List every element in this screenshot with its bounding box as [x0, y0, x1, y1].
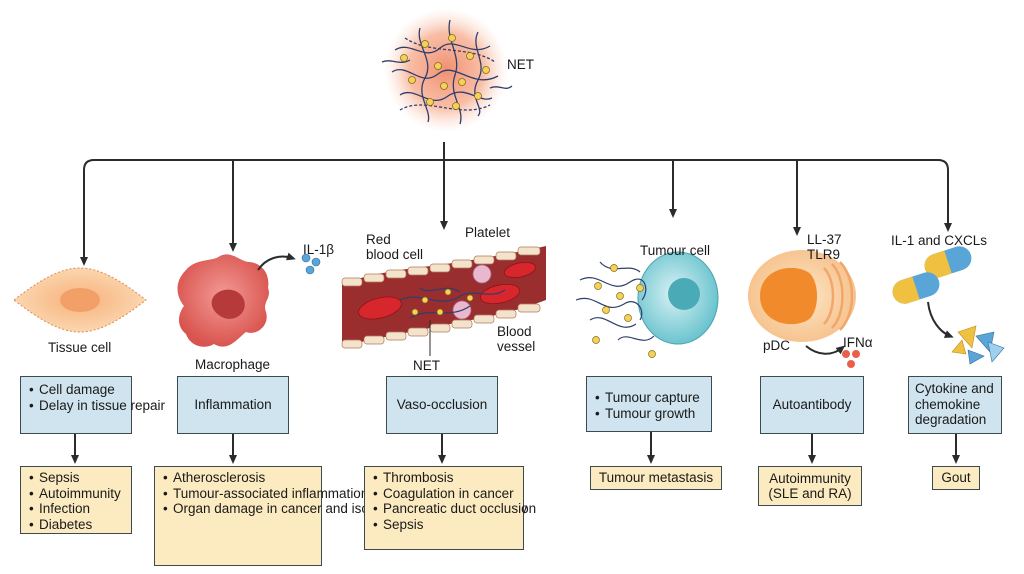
effect-box-tissue: Cell damage Delay in tissue repair: [20, 376, 165, 434]
disease-box-gout: Gout: [932, 466, 980, 490]
effect-box-tumour: Tumour capture Tumour growth: [586, 376, 712, 432]
effect-box-degradation: Cytokine and chemokine degradation: [908, 376, 1002, 434]
disease-item: Pancreatic duct occlusion: [373, 501, 536, 517]
branch-connectors: [71, 142, 960, 464]
blood-vessel-icon: [341, 246, 546, 356]
platelet-label: Platelet: [465, 225, 511, 240]
disease-box-vaso-occlusion: Thrombosis Coagulation in cancer Pancrea…: [364, 466, 536, 550]
il1-cxcls-label: IL-1 and CXCLs: [891, 233, 988, 248]
tumour-cell-icon: [575, 251, 719, 358]
il1b-label: IL-1β: [303, 242, 335, 257]
tissue-cell-icon: [13, 267, 147, 333]
disease-item: Autoimmunity: [29, 486, 125, 502]
disease-item: Infection: [29, 501, 125, 517]
disease-item: Diabetes: [29, 517, 125, 533]
disease-item: Tumour-associated inflammation: [163, 486, 368, 502]
cytokine-capsule-icon: [892, 246, 1005, 365]
disease-item: Sepsis: [29, 470, 125, 486]
disease-box-tumour: Tumour metastasis: [590, 466, 722, 490]
vessel-net-label: NET: [413, 358, 440, 373]
disease-item: Organ damage in cancer and ischaemia– re…: [163, 501, 527, 517]
ll37-tlr9-label: LL-37 TLR9: [807, 232, 842, 262]
effect-item: Cell damage: [29, 382, 125, 398]
blood-vessel-label: Blood vessel: [497, 324, 536, 354]
red-blood-cell-label: Red blood cell: [366, 232, 424, 262]
disease-box-autoimmunity: Autoimmunity (SLE and RA): [758, 466, 862, 506]
pdc-cell-icon: [748, 250, 860, 368]
disease-item: Thrombosis: [373, 470, 517, 486]
macrophage-icon: [177, 252, 321, 347]
net-label: NET: [507, 57, 534, 72]
effect-item: Tumour capture: [595, 390, 705, 406]
disease-item: Atherosclerosis: [163, 470, 315, 486]
effect-box-vaso-occlusion: Vaso-occlusion: [386, 376, 498, 434]
macrophage-label: Macrophage: [195, 357, 271, 372]
disease-box-tissue: Sepsis Autoimmunity Infection Diabetes: [20, 466, 132, 534]
net-cloud-icon: [381, 8, 513, 132]
tumour-cell-label: Tumour cell: [640, 243, 711, 258]
pdc-label: pDC: [763, 338, 791, 353]
effect-item: Delay in tissue repair: [29, 398, 165, 414]
tissue-cell-label: Tissue cell: [48, 340, 112, 355]
disease-box-inflammation: Atherosclerosis Tumour-associated inflam…: [154, 466, 527, 566]
effect-box-autoantibody: Autoantibody: [760, 376, 864, 434]
disease-item: Coagulation in cancer: [373, 486, 517, 502]
effect-item: Tumour growth: [595, 406, 705, 422]
ifna-label: IFNα: [843, 335, 873, 350]
effect-box-inflammation: Inflammation: [177, 376, 289, 434]
disease-item: Sepsis: [373, 517, 517, 533]
